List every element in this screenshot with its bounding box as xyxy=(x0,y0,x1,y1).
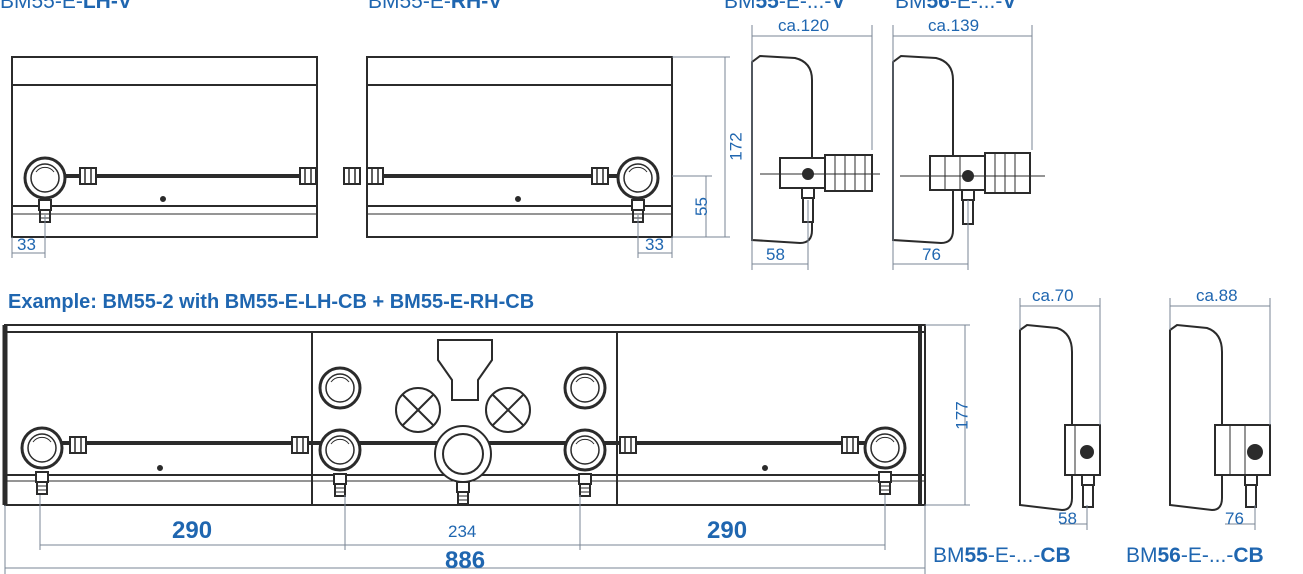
dim-58-top: 58 xyxy=(766,245,785,264)
dim-76-top: 76 xyxy=(922,245,941,264)
dim-ca139: ca.139 xyxy=(928,16,980,35)
dim-172: 172 xyxy=(726,132,746,161)
label-lh-v: BM55-E-LH-V xyxy=(0,0,132,13)
dimension-lines-side-top xyxy=(751,25,1033,270)
label-cb56: BM56-E-...-CB xyxy=(1126,544,1264,567)
dim-58-bottom: 58 xyxy=(1058,509,1077,528)
label-cb55: BM55-E-...-CB xyxy=(933,544,1071,567)
dim-ca88: ca.88 xyxy=(1196,286,1238,305)
dim-886: 886 xyxy=(445,547,486,574)
dim-33-left: 33 xyxy=(17,235,36,254)
dim-76-bottom: 76 xyxy=(1225,509,1244,528)
panel-bm55-2-front-view xyxy=(2,324,926,506)
dim-55: 55 xyxy=(691,197,711,216)
dimension-lines-bottom xyxy=(4,324,970,574)
dim-ca70: ca.70 xyxy=(1032,286,1074,305)
dim-177: 177 xyxy=(952,401,972,430)
label-side55-v: BM55-E-...-V xyxy=(724,0,846,13)
dim-33-right: 33 xyxy=(645,235,664,254)
example-title: Example: BM55-2 with BM55-E-LH-CB + BM55… xyxy=(8,291,535,313)
label-side56-v: BM56-E-...-V xyxy=(895,0,1017,13)
label-rh-v: BM55-E-RH-V xyxy=(368,0,503,13)
side-view-55-cb xyxy=(1019,323,1101,512)
dimension-lines-top xyxy=(11,56,730,258)
side-view-55-v xyxy=(751,54,880,245)
side-view-56-cb xyxy=(1169,323,1271,512)
dim-ca120: ca.120 xyxy=(778,16,830,35)
dim-234: 234 xyxy=(448,522,477,541)
dim-290-left: 290 xyxy=(172,517,213,544)
panel-lh-front-view xyxy=(11,56,318,238)
dim-290-right: 290 xyxy=(707,517,748,544)
panel-rh-front-view xyxy=(343,56,673,238)
dimension-lines-side-bottom xyxy=(1019,298,1271,530)
side-view-56-v xyxy=(892,54,1045,245)
